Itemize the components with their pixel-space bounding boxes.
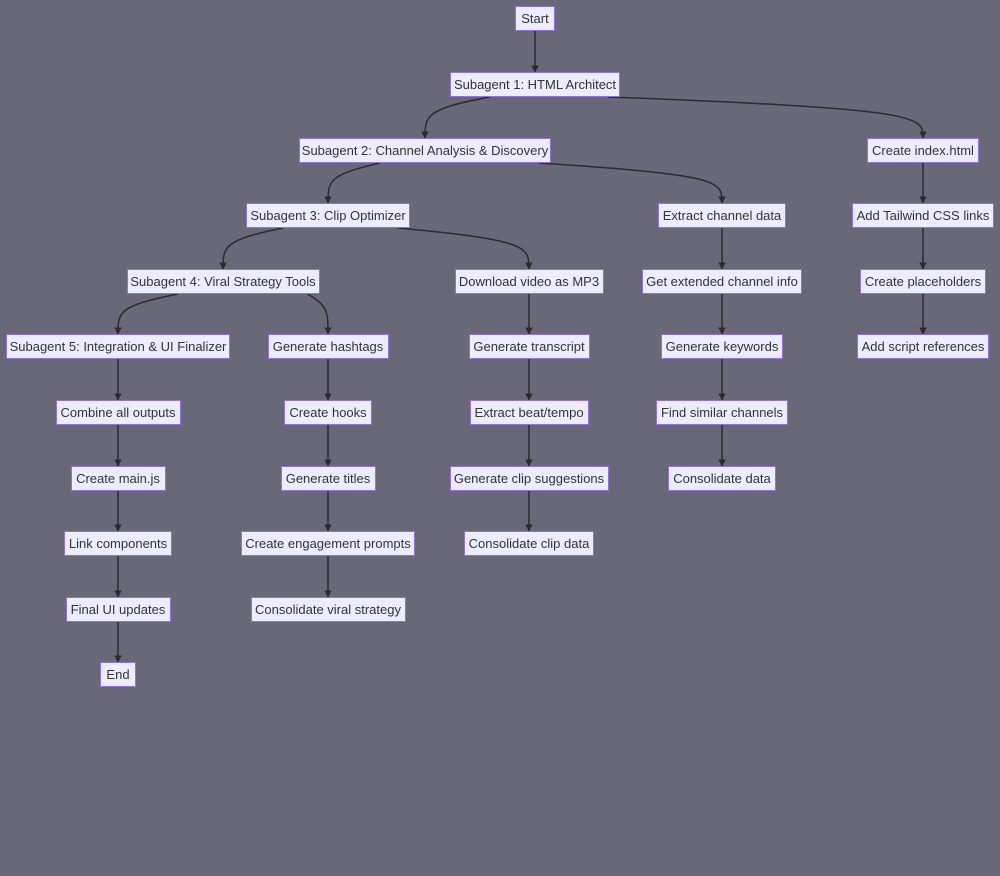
edge-sub2-to-sub3 — [324, 162, 381, 204]
node-find-similar-channels[interactable]: Find similar channels — [656, 400, 788, 425]
node-extract-beat-tempo[interactable]: Extract beat/tempo — [469, 400, 589, 425]
node-add-tailwind-css-links[interactable]: Add Tailwind CSS links — [852, 203, 994, 228]
edge-sub1-to-sub2 — [421, 96, 491, 139]
node-extract-channel-data[interactable]: Extract channel data — [658, 203, 786, 228]
node-consolidate-data[interactable]: Consolidate data — [668, 466, 776, 491]
edge-sub4-to-sub5 — [114, 293, 179, 335]
edge-sub1-to-create_index — [607, 96, 927, 139]
node-final-ui-updates[interactable]: Final UI updates — [65, 597, 171, 622]
edge-sub4-to-gen_hashtags — [307, 293, 332, 335]
node-download-video-as-mp3[interactable]: Download video as MP3 — [454, 269, 604, 294]
edge-sub3-to-sub4 — [219, 227, 284, 270]
node-create-index-html[interactable]: Create index.html — [867, 138, 979, 163]
node-subagent-5-integration-ui-finalizer[interactable]: Subagent 5: Integration & UI Finalizer — [6, 334, 230, 359]
node-create-hooks[interactable]: Create hooks — [284, 400, 372, 425]
node-generate-transcript[interactable]: Generate transcript — [468, 334, 590, 359]
node-create-main-js[interactable]: Create main.js — [70, 466, 166, 491]
node-combine-all-outputs[interactable]: Combine all outputs — [55, 400, 181, 425]
node-create-engagement-prompts[interactable]: Create engagement prompts — [241, 531, 415, 556]
node-generate-keywords[interactable]: Generate keywords — [661, 334, 783, 359]
edge-sub2-to-extract_channel — [538, 162, 726, 204]
node-start[interactable]: Start — [515, 6, 555, 31]
node-consolidate-viral-strategy[interactable]: Consolidate viral strategy — [250, 597, 406, 622]
node-subagent-4-viral-strategy-tools[interactable]: Subagent 4: Viral Strategy Tools — [126, 269, 320, 294]
node-consolidate-clip-data[interactable]: Consolidate clip data — [464, 531, 594, 556]
node-subagent-2-channel-analysis[interactable]: Subagent 2: Channel Analysis & Discovery — [299, 138, 551, 163]
edge-sub3-to-download_mp3 — [397, 227, 533, 270]
node-get-extended-channel-info[interactable]: Get extended channel info — [642, 269, 802, 294]
node-generate-hashtags[interactable]: Generate hashtags — [267, 334, 389, 359]
node-generate-clip-suggestions[interactable]: Generate clip suggestions — [449, 466, 609, 491]
node-generate-titles[interactable]: Generate titles — [280, 466, 376, 491]
node-subagent-1-html-architect[interactable]: Subagent 1: HTML Architect — [450, 72, 620, 97]
node-create-placeholders[interactable]: Create placeholders — [860, 269, 986, 294]
node-subagent-3-clip-optimizer[interactable]: Subagent 3: Clip Optimizer — [246, 203, 410, 228]
node-end[interactable]: End — [100, 662, 136, 687]
node-add-script-references[interactable]: Add script references — [857, 334, 989, 359]
node-link-components[interactable]: Link components — [64, 531, 172, 556]
